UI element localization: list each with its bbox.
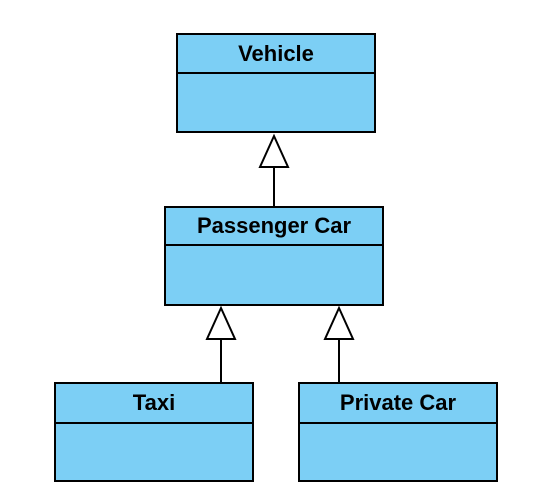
class-box-vehicle[interactable]: Vehicle [176, 33, 376, 133]
class-body-passenger-car [166, 246, 382, 304]
class-body-taxi [56, 424, 252, 480]
class-name-passenger-car: Passenger Car [166, 208, 382, 246]
class-name-vehicle: Vehicle [178, 35, 374, 74]
class-box-private-car[interactable]: Private Car [298, 382, 498, 482]
class-box-passenger-car[interactable]: Passenger Car [164, 206, 384, 306]
inheritance-arrowhead-icon [205, 305, 237, 340]
class-body-vehicle [178, 74, 374, 131]
class-name-private-car: Private Car [300, 384, 496, 424]
class-name-taxi: Taxi [56, 384, 252, 424]
inheritance-arrowhead-icon [323, 305, 355, 340]
class-box-taxi[interactable]: Taxi [54, 382, 254, 482]
inheritance-arrowhead-icon [258, 133, 290, 168]
class-body-private-car [300, 424, 496, 480]
